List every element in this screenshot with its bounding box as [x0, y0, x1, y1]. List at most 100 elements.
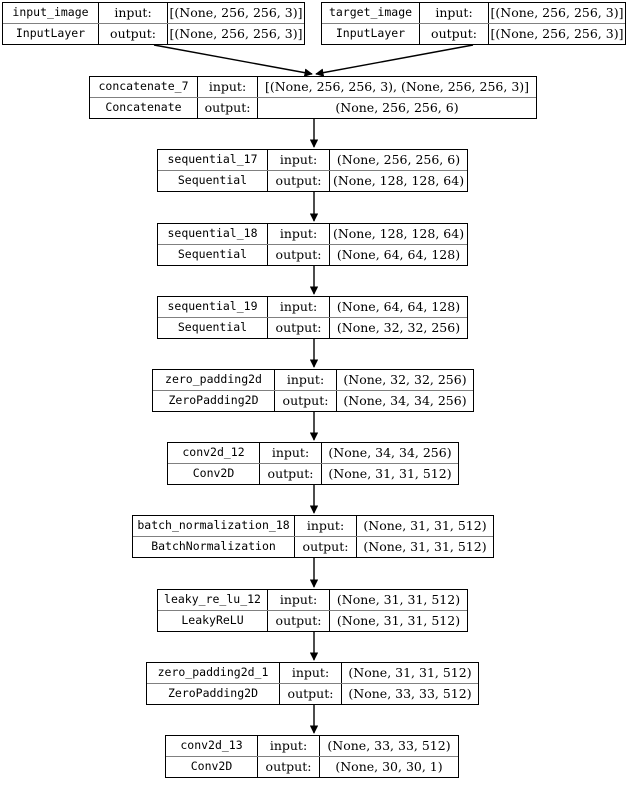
node-name: concatenate_7 — [90, 77, 198, 97]
io-label-output: output: — [258, 757, 320, 777]
io-label-input: input: — [268, 297, 330, 317]
io-label-input: input: — [268, 590, 330, 610]
input-shape: (None, 32, 32, 256) — [343, 371, 467, 387]
io-label-output: output: — [275, 391, 337, 411]
node-name: conv2d_13 — [166, 736, 258, 756]
output-shape: (None, 64, 64, 128) — [336, 246, 461, 262]
output-shape: [(None, 256, 256, 3)] — [490, 25, 624, 41]
node-name: sequential_19 — [158, 297, 268, 317]
node-name: sequential_17 — [158, 150, 268, 170]
input-shape: [(None, 256, 256, 3), (None, 256, 256, 3… — [264, 78, 530, 94]
output-shape: (None, 31, 31, 512) — [328, 465, 452, 481]
output-shape: (None, 33, 33, 512) — [348, 685, 472, 701]
node-class: ZeroPadding2D — [147, 684, 280, 704]
io-label-output: output: — [268, 245, 330, 265]
io-label-output: output: — [99, 24, 168, 44]
node-name: target_image — [322, 3, 420, 23]
io-label-output: output: — [260, 464, 322, 484]
output-shape: (None, 32, 32, 256) — [336, 319, 461, 335]
node-name: input_image — [3, 3, 99, 23]
output-shape: (None, 34, 34, 256) — [343, 392, 467, 408]
io-label-input: input: — [275, 370, 337, 390]
input-shape: (None, 256, 256, 6) — [336, 151, 461, 167]
node-class: Conv2D — [168, 464, 260, 484]
io-label-input: input: — [268, 150, 330, 170]
node-class: InputLayer — [3, 24, 99, 44]
output-shape: (None, 256, 256, 6) — [335, 99, 459, 115]
node-class: BatchNormalization — [133, 537, 295, 557]
input-shape: (None, 31, 31, 512) — [363, 517, 487, 533]
io-label-input: input: — [295, 516, 357, 536]
io-label-output: output: — [420, 24, 489, 44]
node-class: Sequential — [158, 245, 268, 265]
output-shape: (None, 30, 30, 1) — [335, 758, 443, 774]
io-label-output: output: — [268, 171, 330, 191]
output-shape: (None, 31, 31, 512) — [336, 612, 461, 628]
io-label-input: input: — [420, 3, 489, 23]
output-shape: (None, 31, 31, 512) — [363, 538, 487, 554]
input-shape: [(None, 256, 256, 3)] — [169, 4, 303, 20]
node-class: LeakyReLU — [158, 611, 268, 631]
io-label-output: output: — [268, 318, 330, 338]
output-shape: [(None, 256, 256, 3)] — [169, 25, 303, 41]
input-shape: [(None, 256, 256, 3)] — [490, 4, 624, 20]
io-label-output: output: — [198, 98, 258, 118]
input-shape: (None, 31, 31, 512) — [348, 664, 472, 680]
input-shape: (None, 33, 33, 512) — [327, 737, 451, 753]
io-label-input: input: — [99, 3, 168, 23]
io-label-input: input: — [258, 736, 320, 756]
io-label-output: output: — [268, 611, 330, 631]
node-name: zero_padding2d — [153, 370, 275, 390]
io-label-output: output: — [295, 537, 357, 557]
node-name: conv2d_12 — [168, 443, 260, 463]
edge-target_image-to-concatenate_7 — [315, 44, 474, 77]
output-shape: (None, 128, 128, 64) — [332, 172, 465, 188]
node-class: Concatenate — [90, 98, 198, 118]
node-name: sequential_18 — [158, 224, 268, 244]
input-shape: (None, 31, 31, 512) — [336, 591, 461, 607]
node-class: Sequential — [158, 171, 268, 191]
node-name: leaky_re_lu_12 — [158, 590, 268, 610]
io-label-input: input: — [198, 77, 258, 97]
input-shape: (None, 128, 128, 64) — [332, 225, 465, 241]
input-shape: (None, 64, 64, 128) — [336, 298, 461, 314]
node-name: zero_padding2d_1 — [147, 663, 280, 683]
node-class: Conv2D — [166, 757, 258, 777]
